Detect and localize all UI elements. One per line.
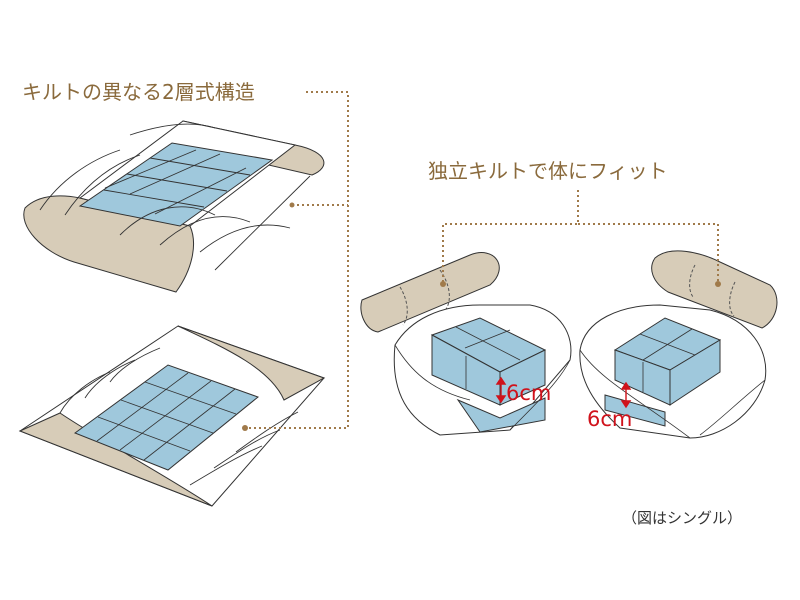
- dimension-right-label: 6cm: [587, 407, 632, 431]
- note-single: （図はシングル）: [622, 509, 742, 527]
- label-two-layer: キルトの異なる2層式構造: [22, 80, 255, 104]
- leader-dot-upper: [289, 202, 295, 208]
- leader-fit: [442, 190, 579, 284]
- lower-blue-panel: [73, 364, 260, 471]
- dimension-left-label: 6cm: [506, 381, 551, 405]
- lower-left-bolster: [18, 412, 213, 507]
- label-fit: 独立キルトで体にフィット: [428, 159, 668, 183]
- leader-dot-right: [715, 281, 721, 287]
- leader-dot-lower: [242, 425, 248, 431]
- upper-blue-panel: [78, 142, 274, 227]
- leader-fit-right: [578, 223, 719, 284]
- lower-right-bolster: [177, 325, 326, 401]
- dimension-left: [495, 376, 507, 404]
- right-right-bolster: [651, 250, 778, 329]
- leader-dot-left: [440, 281, 446, 287]
- upper-layer-illustration: [23, 120, 325, 293]
- leader-two-layer: [245, 91, 349, 429]
- right-left-bolster: [360, 252, 500, 333]
- independent-quilt-illustration: [360, 250, 778, 439]
- leader-lines: [245, 91, 719, 429]
- dimension-right: [620, 381, 632, 409]
- lower-layer-illustration: [18, 325, 326, 507]
